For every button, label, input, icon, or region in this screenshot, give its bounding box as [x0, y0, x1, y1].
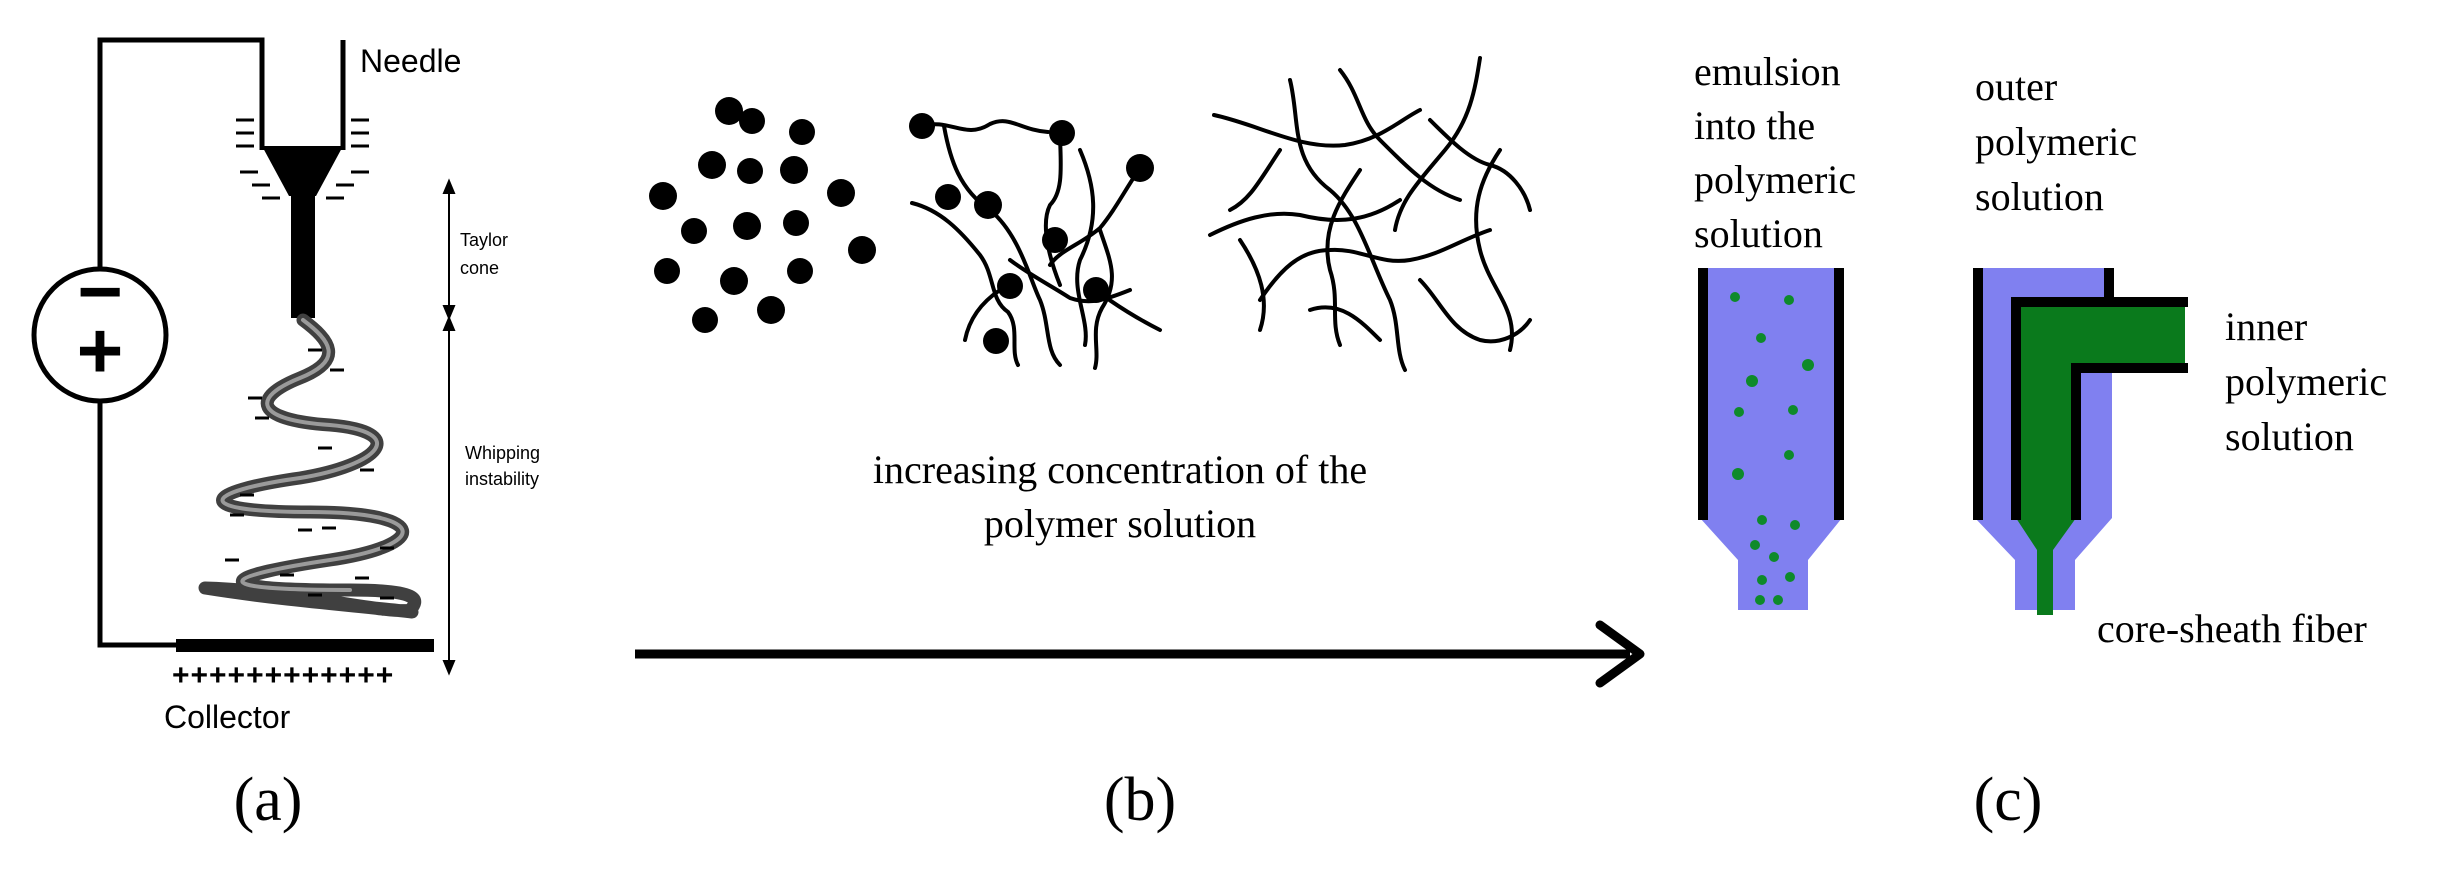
entangled-network — [1208, 56, 1532, 372]
whipping-dimension — [442, 315, 456, 676]
caption-a: (a) — [234, 766, 303, 834]
needle-label: Needle — [360, 43, 461, 79]
concentration-text-line1: increasing concentration of the — [873, 447, 1367, 492]
emulsion-nozzle — [1698, 268, 1844, 610]
collector-charges: ++++++++++++ — [172, 659, 394, 692]
taylor-cone-dimension — [442, 178, 456, 321]
panel-a: − + ++++++++++++ Collector Needle Taylor… — [31, 37, 540, 834]
power-minus-symbol: − — [77, 247, 123, 335]
emulsion-label-line4: solution — [1694, 211, 1823, 256]
semidilute-chain-dots — [909, 113, 1154, 354]
outer-label-line2: polymeric — [1975, 119, 2137, 164]
concentration-text-line2: polymer solution — [984, 501, 1256, 546]
needle-charges — [236, 118, 369, 200]
emulsion-label-line1: emulsion — [1694, 49, 1841, 94]
needle — [259, 40, 346, 318]
panel-c: emulsion into the polymeric solution out… — [1694, 49, 2387, 834]
whipping-label-line2: instability — [465, 469, 539, 489]
whipping-label-line1: Whipping — [465, 443, 540, 463]
core-sheath-label: core-sheath fiber — [2097, 606, 2367, 651]
inner-label-line3: solution — [2225, 414, 2354, 459]
outer-label-line3: solution — [1975, 174, 2104, 219]
panel-b: increasing concentration of the polymer … — [635, 56, 1645, 834]
caption-b: (b) — [1104, 766, 1176, 834]
collector-plate — [176, 639, 434, 652]
coaxial-nozzle — [1973, 268, 2188, 615]
whipping-jet — [198, 313, 422, 619]
collector-label: Collector — [164, 699, 291, 735]
inner-label-line2: polymeric — [2225, 359, 2387, 404]
jet-charges — [225, 348, 394, 600]
power-supply-icon: − + — [31, 247, 169, 404]
dilute-solution-dots — [649, 97, 876, 333]
semidilute-chains — [910, 119, 1162, 370]
caption-c: (c) — [1974, 766, 2043, 834]
power-plus-symbol: + — [77, 306, 124, 395]
emulsion-label-line2: into the — [1694, 103, 1815, 148]
taylor-cone-label-line1: Taylor — [460, 230, 508, 250]
taylor-cone-label-line2: cone — [460, 258, 499, 278]
outer-label-line1: outer — [1975, 64, 2057, 109]
emulsion-label-line3: polymeric — [1694, 157, 1856, 202]
increasing-concentration-arrow — [635, 620, 1645, 688]
inner-label-line1: inner — [2225, 304, 2307, 349]
